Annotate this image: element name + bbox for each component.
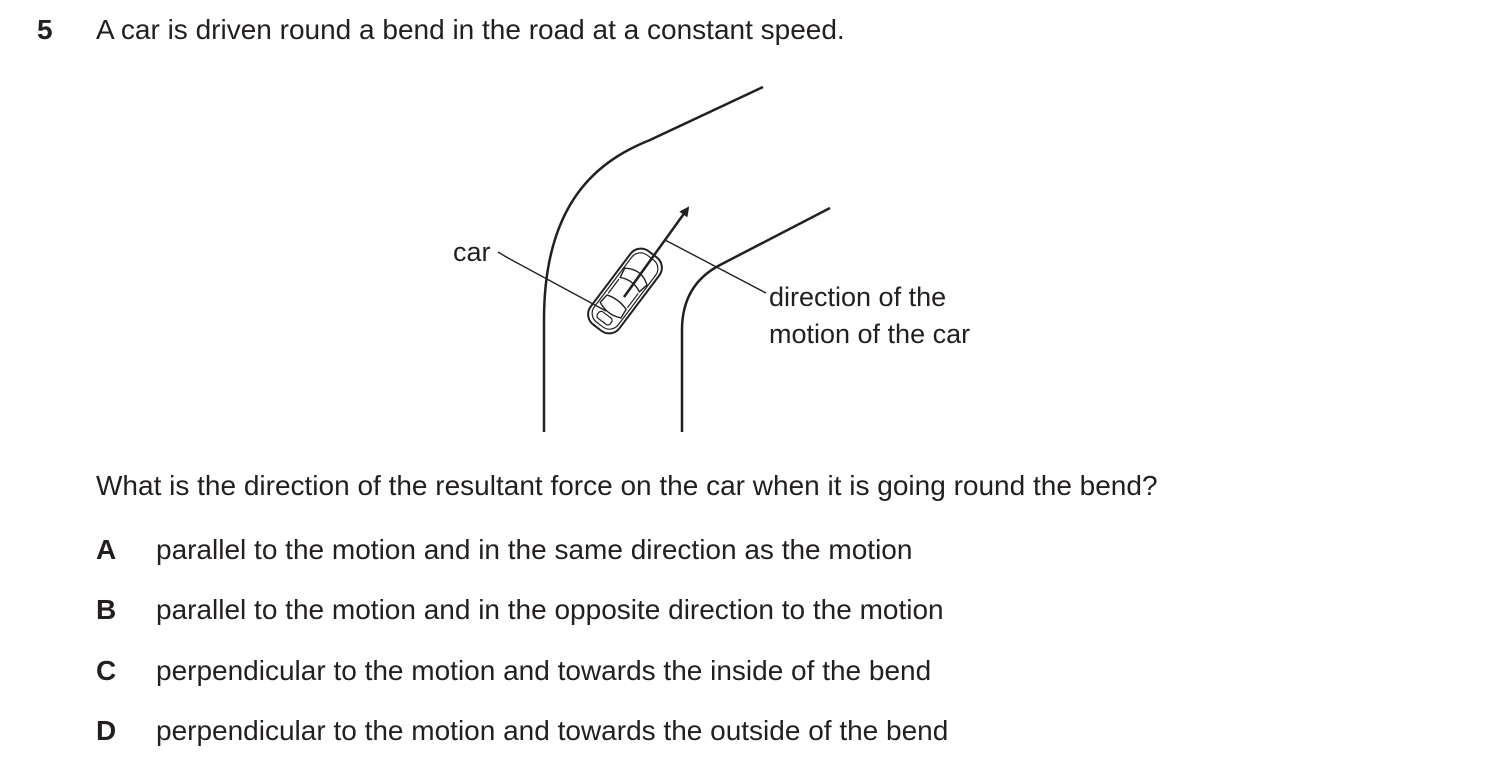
label-car: car — [453, 237, 491, 267]
road-outer-edge — [542, 85, 764, 432]
question-number: 5 — [37, 14, 53, 45]
question-stem: A car is driven round a bend in the road… — [96, 14, 845, 45]
option-text: parallel to the motion and in the opposi… — [156, 594, 944, 625]
label-direction-line1: direction of the — [769, 282, 946, 312]
direction-arrow — [622, 206, 690, 298]
road-inner-edge — [680, 206, 831, 432]
option-letter: A — [96, 534, 117, 565]
option-text: perpendicular to the motion and towards … — [156, 655, 932, 686]
option-letter: B — [96, 594, 117, 625]
car-icon — [587, 247, 663, 335]
option-letter: D — [96, 715, 117, 746]
option-letter: C — [96, 655, 117, 686]
label-direction-line2: motion of the car — [769, 319, 970, 349]
car-leader-line — [497, 251, 607, 312]
direction-leader-line — [664, 239, 767, 294]
question-prompt: What is the direction of the resultant f… — [96, 470, 1158, 501]
option-text: perpendicular to the motion and towards … — [156, 715, 949, 746]
option-text: parallel to the motion and in the same d… — [156, 534, 913, 565]
